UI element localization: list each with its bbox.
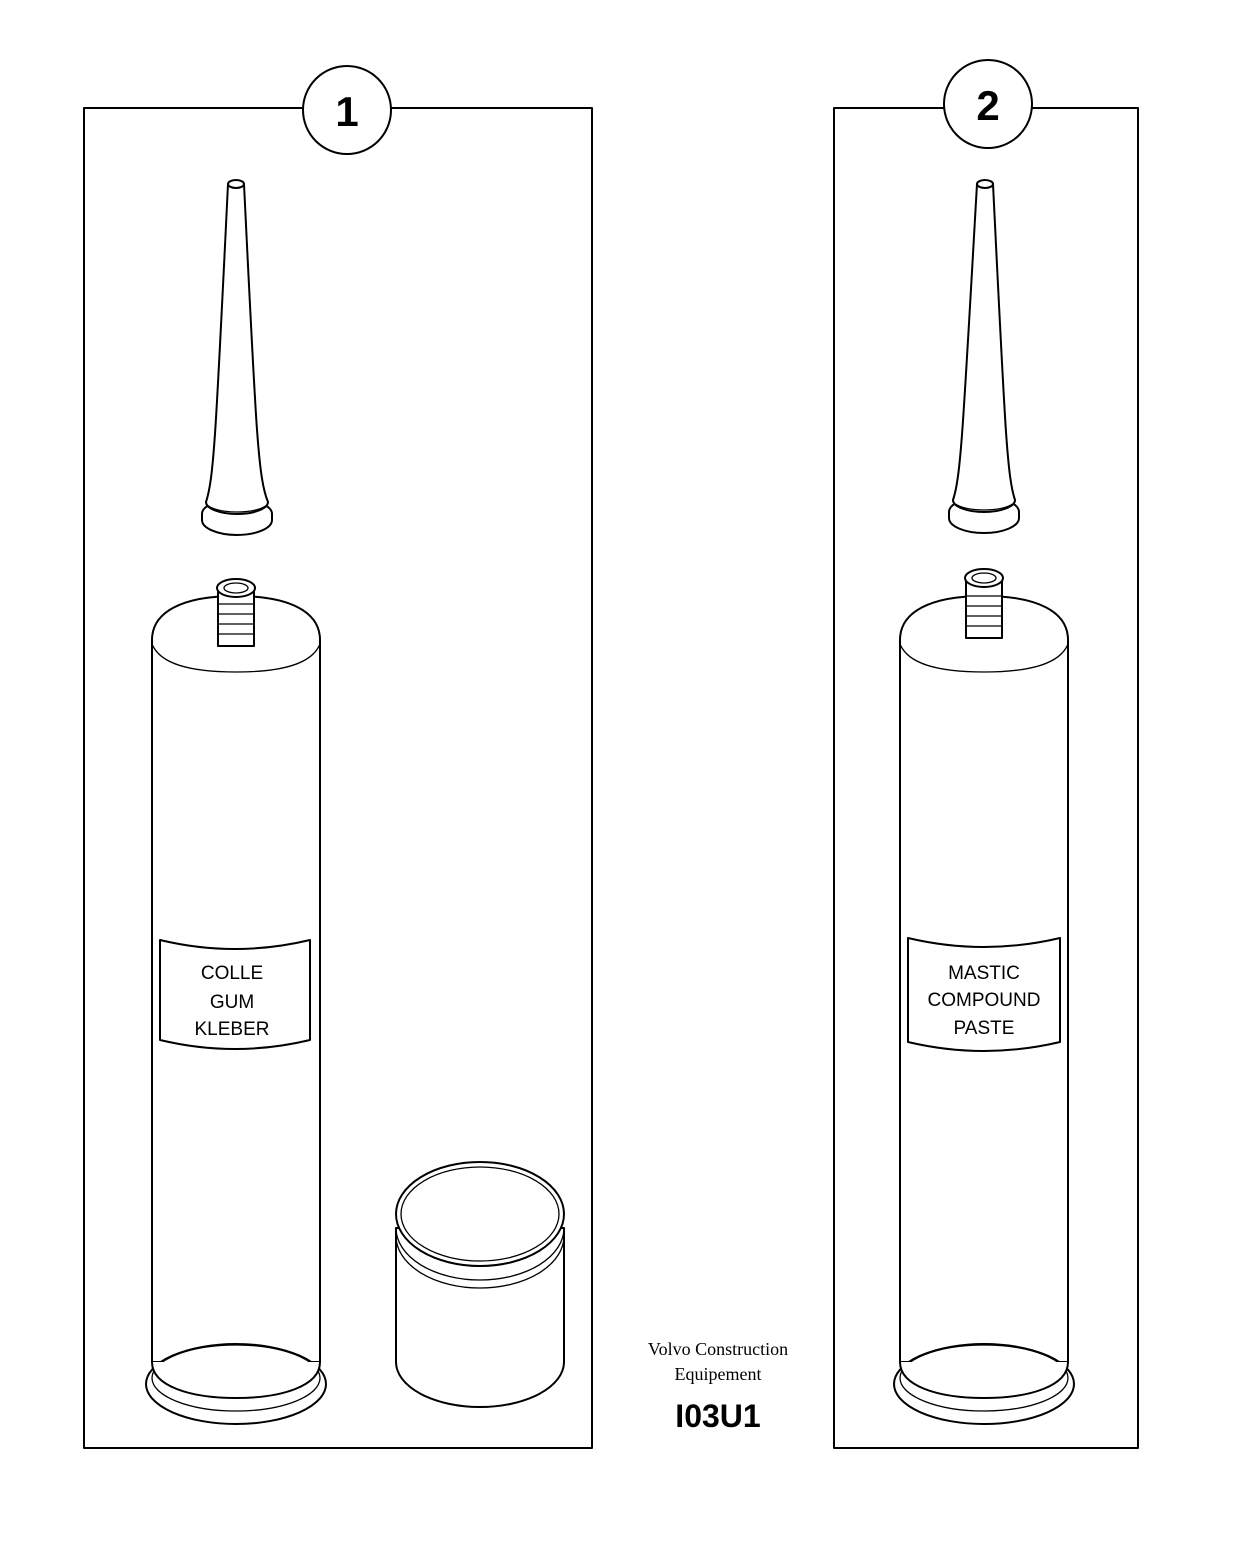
label-2: MASTIC COMPOUND PASTE (907, 937, 1061, 1052)
callout-1: 1 (302, 65, 392, 155)
callout-2: 2 (943, 59, 1033, 149)
nozzle-2 (948, 179, 1020, 534)
label-2-line-2: COMPOUND (928, 990, 1041, 1011)
company-name: Volvo Construction Equipement (618, 1337, 818, 1387)
callout-2-number: 2 (976, 82, 999, 129)
label-1-line-3: KLEBER (195, 1019, 270, 1040)
label-2-line-1: MASTIC (948, 963, 1020, 984)
callout-1-number: 1 (335, 88, 358, 135)
label-2-line-3: PASTE (954, 1018, 1015, 1039)
label-1: COLLE GUM KLEBER (159, 939, 311, 1050)
label-1-line-1: COLLE (201, 963, 263, 984)
company-line-2: Equipement (674, 1364, 762, 1384)
panel-1: 1 COLLE (83, 65, 593, 1449)
company-line-1: Volvo Construction (647, 1339, 789, 1359)
nozzle-1 (201, 179, 273, 536)
figure-code: I03U1 (675, 1398, 761, 1434)
small-can (395, 1161, 565, 1408)
panel-2: 2 MASTIC COMPO (833, 59, 1139, 1449)
label-1-line-2: GUM (210, 992, 254, 1013)
